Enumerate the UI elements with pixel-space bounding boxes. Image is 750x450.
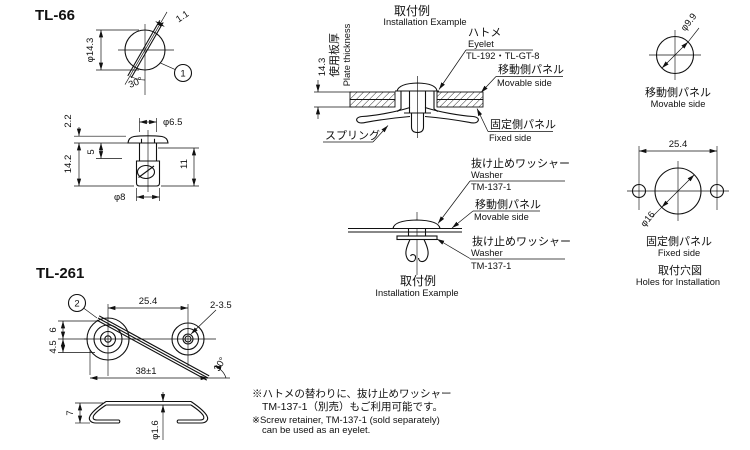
install1-title-en: Installation Example (383, 17, 466, 27)
balloon-1-circle (173, 63, 193, 83)
holes-caption-jp: 取付穴図 (658, 263, 702, 277)
washer-bottom-model: TM-137-1 (471, 261, 511, 271)
plate-thickness-label-en: Plate thickness (342, 23, 352, 86)
installation-example-2: 取付例 Installation Example 抜け止めワッシャー Washe… (348, 156, 571, 298)
balloon-2: 2 (74, 299, 79, 310)
hole-movable-label-jp: 移動側パネル (645, 85, 711, 99)
dim-tl261-height: 7 (65, 410, 76, 415)
dim-tl66-neck: 5 (86, 149, 97, 154)
washer-bottom-en: Washer (471, 248, 503, 258)
plate-thickness-label-jp: 使用板厚 (327, 33, 341, 77)
dim-tl261-pitch: 25.4 (139, 296, 158, 307)
dim-tl66-neck-dia: φ6.5 (163, 117, 182, 128)
hole-fixed-view: 25.4 φ16 固定側パネル Fixed side 取付穴図 Holes fo… (627, 139, 729, 287)
washer-top-jp: 抜け止めワッシャー (471, 156, 570, 170)
dim-tl261-length: 38±1 (135, 366, 156, 377)
dim-tl261-angle: 30° (212, 355, 229, 373)
eyelet-models: TL-192・TL-GT-8 (466, 51, 539, 61)
movable-side-1-jp: 移動側パネル (498, 62, 564, 76)
movable-side-2-jp: 移動側パネル (475, 197, 541, 211)
washer-top-model: TM-137-1 (471, 182, 511, 192)
washer-bottom-jp: 抜け止めワッシャー (472, 234, 571, 248)
eyelet-label-jp: ハトメ (468, 27, 501, 39)
note-jp-line2: TM-137-1（別売）もご利用可能です。 (262, 400, 443, 413)
note-en-line1: ※Screw retainer, TM-137-1 (sold separate… (252, 415, 440, 426)
dim-tl66-body-height: 11 (179, 159, 190, 169)
dim-tl66-body-dia: φ8 (114, 192, 125, 203)
fixed-side-1-jp: 固定側パネル (490, 117, 556, 131)
balloon-2-circle (67, 293, 87, 313)
spring-label-jp: スプリング (325, 128, 380, 142)
dim-tl66-head-dia: φ14.3 (85, 38, 96, 63)
install2-caption-jp: 取付例 (400, 274, 436, 288)
hole-fixed-label-en: Fixed side (658, 248, 700, 258)
fixed-side-1-en: Fixed side (489, 133, 531, 143)
tl261-side-view: 7 φ1.6 (65, 392, 209, 440)
tl66-side-view: 2.2 14.2 5 φ6.5 11 φ8 (63, 114, 199, 203)
install2-caption-en: Installation Example (375, 288, 458, 298)
dim-tl261-lower: 4.5 (48, 340, 59, 353)
washer-top-en: Washer (471, 170, 503, 180)
dim-tl66-slot-angle: 30° (127, 75, 145, 91)
note-en-line2: can be used as an eyelet. (262, 425, 370, 436)
dim-tl261-holes: 2-3.5 (210, 300, 232, 311)
installation-example-1: 取付例 Installation Example 14.3 使用板厚 (314, 4, 564, 143)
movable-side-1-en: Movable side (497, 78, 552, 88)
hole-fixed-label-jp: 固定側パネル (646, 234, 712, 248)
dim-tl261-upper: 6 (48, 327, 59, 332)
tl261-top-view: 25.4 2-3.5 6 4.5 38±1 30° 2 (48, 293, 232, 381)
hole-movable-label-en: Movable side (651, 99, 706, 109)
dim-tl66-total-length: 14.2 (63, 155, 74, 174)
dim-tl261-wire-dia: φ1.6 (150, 420, 161, 439)
dim-tl66-slot-width: 1.1 (174, 9, 191, 26)
dim-plate-thickness: 14.3 (317, 58, 328, 77)
tl66-title: TL-66 (35, 7, 75, 24)
hole-movable-view: φ9.9 移動側パネル Movable side (645, 11, 711, 109)
dim-hole-fixed-dia: φ16 (638, 209, 657, 229)
eyelet-label-en: Eyelet (468, 39, 494, 49)
dim-hole-pitch: 25.4 (669, 139, 688, 150)
dim-tl66-head-height: 2.2 (63, 114, 74, 127)
tl261-title: TL-261 (36, 265, 84, 282)
tl66-top-view: φ14.3 1.1 30° 1 (85, 9, 193, 95)
note-jp-line1: ※ハトメの替わりに、抜け止めワッシャー (252, 387, 452, 400)
install1-title-jp: 取付例 (394, 4, 430, 18)
movable-side-2-en: Movable side (474, 212, 529, 222)
dim-hole-movable-dia: φ9.9 (679, 11, 700, 33)
notes-block: ※ハトメの替わりに、抜け止めワッシャー TM-137-1（別売）もご利用可能です… (252, 387, 452, 436)
balloon-1: 1 (180, 69, 185, 80)
holes-caption-en: Holes for Installation (636, 277, 720, 287)
